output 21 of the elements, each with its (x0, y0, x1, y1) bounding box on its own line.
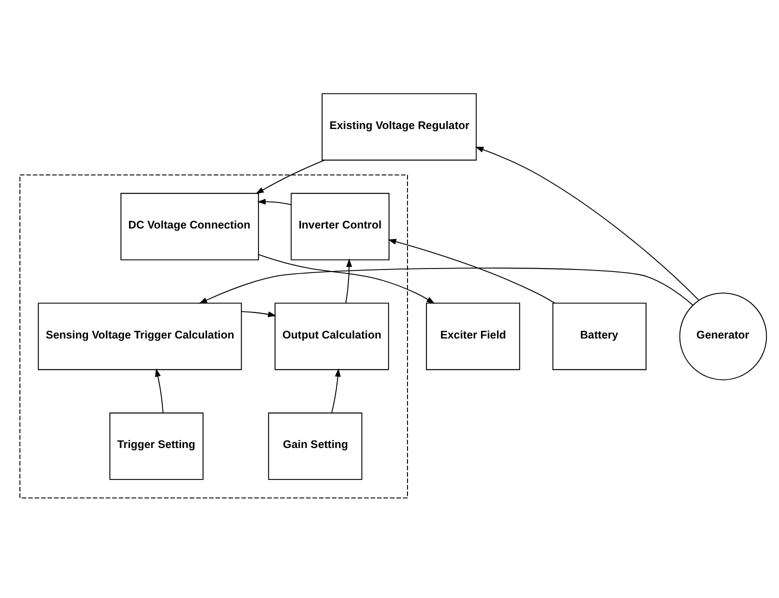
node-box: Battery (552, 302, 647, 370)
node-box: Inverter Control (290, 192, 390, 260)
node-box: Existing Voltage Regulator (322, 92, 477, 160)
arrow (257, 198, 292, 205)
cluster (19, 174, 408, 498)
node-box: Exciter Field (426, 302, 520, 370)
arrow (331, 368, 341, 413)
node-circle: Generator (679, 292, 767, 380)
arrow (241, 310, 276, 317)
node-box: Gain Setting (268, 412, 362, 480)
arrow (475, 146, 700, 300)
arrow (388, 238, 556, 304)
arrow (345, 258, 352, 304)
arrow (256, 159, 325, 194)
node-box: Sensing Voltage Trigger Calculation (38, 302, 242, 370)
node-box: DC Voltage Connection (120, 192, 259, 260)
arrow (258, 254, 435, 304)
arrow (198, 267, 694, 306)
node-box: Trigger Setting (109, 412, 204, 480)
node-box: Output Calculation (274, 302, 390, 370)
arrow (155, 368, 164, 413)
